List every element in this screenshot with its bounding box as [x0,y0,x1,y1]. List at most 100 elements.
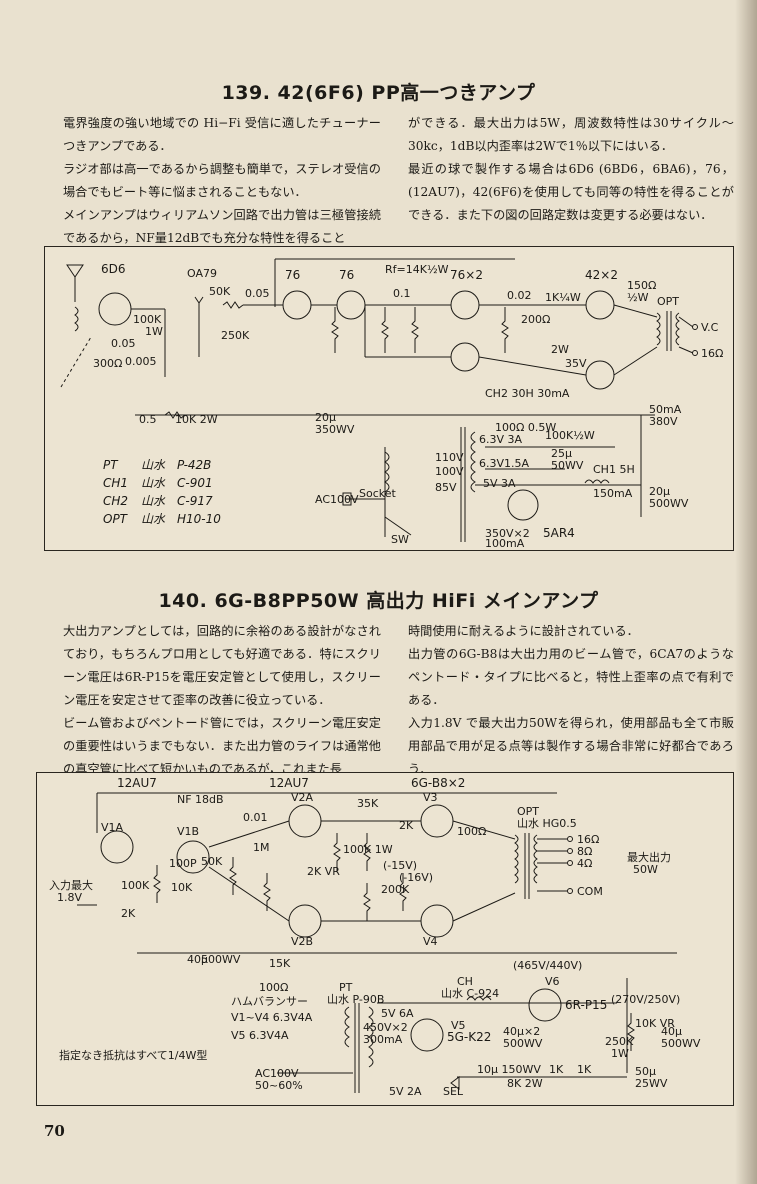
schematic-label: 5V 3A [483,477,516,490]
schematic-label: 山水 C-924 [441,987,499,1000]
paragraph: ができる．最大出力は5W，周波数特性は30サイクル〜30kc，1dB以内歪率は2… [408,116,734,153]
schematic-label: 50mA [649,403,682,416]
paragraph: ビーム管およびペントード管にでは，スクリーン電圧安定の重要性はいうまでもない．ま… [63,716,381,776]
paragraph: 大出力アンプとしては，回路的に余裕のある設計がなされており，もちろんプロ用として… [63,624,381,707]
article-139-left-column: 電界強度の強い地域での Hi−Fi 受信に適したチューナーつきアンプである． ラ… [63,112,381,250]
schematic-label: Socket [359,487,397,500]
schematic-label: 200K [381,883,410,896]
schematic-label: 0.005 [125,355,157,368]
schematic-label: 入力最大 [49,878,93,892]
legend-model: C-901 [177,476,213,490]
tube-label-76x2: 76×2 [450,268,483,282]
schematic-label: 2W [551,343,569,356]
schematic-label: V1A [101,821,124,834]
schematic-label: 150Ω [627,279,656,292]
tube-label-12au7-b: 12AU7 [269,776,309,790]
schematic-42-pp-amp: 6D6 76 76 76×2 42×2 5AR4 OA79 50K 0.05 2… [44,246,734,551]
paragraph: メインアンプはウィリアムソン回路で出力管は三極管接続であるから，NF量12dBで… [63,208,381,245]
schematic-drawing: 12AU7 12AU7 6G-B8×2 6R-P15 5G-K22 NF 18d… [49,776,701,1098]
article-139-right-column: ができる．最大出力は5W，周波数特性は30サイクル〜30kc，1dB以内歪率は2… [408,112,734,227]
schematic-label: 100V [435,465,464,478]
legend-maker: 山水 [141,494,166,508]
schematic-label: SEL [443,1085,464,1098]
schematic-label: 5V 6A [381,1007,414,1020]
schematic-label: V.C [701,321,719,334]
schematic-label: NF 18dB [177,793,224,806]
article-139-title: 139. 42(6F6) PP高一つきアンプ [221,82,536,104]
schematic-label: 350WV [315,423,355,436]
schematic-label: 山水 P-90B [327,993,384,1006]
schematic-label: 0.02 [507,289,532,302]
legend-part: PT [103,458,119,472]
schematic-label: 1K¼W [545,291,581,304]
schematic-label: 10K [171,881,193,894]
tube-label-5ar4: 5AR4 [543,526,575,540]
schematic-label: 16Ω [577,833,599,846]
schematic-label: ハムバランサー [231,995,308,1008]
schematic-label: 350V×2 [485,527,530,540]
schematic-label: 1W [145,325,163,338]
schematic-label: 35V [565,357,587,370]
schematic-label: 500WV [649,497,689,510]
paragraph: ラジオ部は高一であるから調整も簡単で，ステレオ受信の場合でもビート等に悩まされる… [63,162,381,199]
schematic-note: 指定なき抵抗はすべて1/4W型 [59,1048,207,1062]
schematic-label: 1.8V [57,891,82,904]
schematic-label: OA79 [187,267,217,280]
schematic-label: 0.1 [393,287,411,300]
schematic-label: V3 [423,791,438,804]
schematic-label: 25WV [635,1077,668,1090]
schematic-label: (-15V) [383,859,417,872]
schematic-label: 100K½W [545,429,595,442]
schematic-label: 100Ω [259,981,288,994]
schematic-label: 10μ 150WV [477,1063,541,1076]
schematic-label: 4Ω [577,857,592,870]
schematic-label: 150mA [593,487,633,500]
schematic-label: 250K [221,329,250,342]
article-140-right-column: 時間使用に耐えるように設計されている． 出力管の6G-B8は大出力用のビーム管で… [408,620,734,781]
schematic-label: 0.5 [139,413,157,426]
schematic-label: (465V/440V) [513,959,582,972]
schematic-label: 300mA [363,1033,403,1046]
legend-part: CH2 [103,494,128,508]
schematic-label: 200Ω [521,313,550,326]
schematic-label: 8K 2W [507,1077,543,1090]
schematic-label: V5 6.3V4A [231,1029,289,1042]
schematic-label: 85V [435,481,457,494]
schematic-label: 2K VR [307,865,340,878]
schematic-label: 1K [577,1063,592,1076]
paragraph: 入力1.8V で最大出力50Wを得られ，使用部品も全て市販用部品で用が足る点等は… [408,716,734,776]
schematic-label: SW [391,533,409,546]
schematic-label: 2K [121,907,136,920]
schematic-label: 20μ [315,411,336,424]
schematic-label: 500WV [503,1037,543,1050]
schematic-label: 0.05 [245,287,270,300]
legend-maker: 山水 [141,512,166,526]
schematic-label: V5 [451,1019,466,1032]
schematic-label: 100K [121,879,150,892]
schematic-label: V1B [177,825,199,838]
legend-maker: 山水 [141,476,166,490]
tube-label-5gk22: 5G-K22 [447,1030,491,1044]
schematic-label: 50K [209,285,231,298]
schematic-label: 0.05 [111,337,136,350]
schematic-label: V4 [423,935,438,948]
schematic-label: CH1 5H [593,463,635,476]
schematic-label: CH [457,975,473,988]
schematic-label: 100Ω [457,825,486,838]
schematic-label: 50μ [635,1065,656,1078]
schematic-label: 50~60% [255,1079,303,1092]
schematic-label: V1~V4 6.3V4A [231,1011,313,1024]
schematic-label: 6.3V 3A [479,433,523,446]
schematic-label: 40μ×2 [503,1025,540,1038]
schematic-label: V2B [291,935,313,948]
tube-label-42x2: 42×2 [585,268,618,282]
schematic-label: 20μ [649,485,670,498]
schematic-label: 100Ω 0.5W [495,421,556,434]
schematic-label: 500WV [201,953,241,966]
legend-model: C-917 [177,494,213,508]
schematic-drawing: 6D6 76 76 76×2 42×2 5AR4 OA79 50K 0.05 2… [60,258,723,550]
schematic-label: 10K 2W [175,413,218,426]
schematic-label: Rf=14K½W [385,263,449,276]
schematic-label: 300Ω [93,357,122,370]
schematic-label: 8Ω [577,845,592,858]
